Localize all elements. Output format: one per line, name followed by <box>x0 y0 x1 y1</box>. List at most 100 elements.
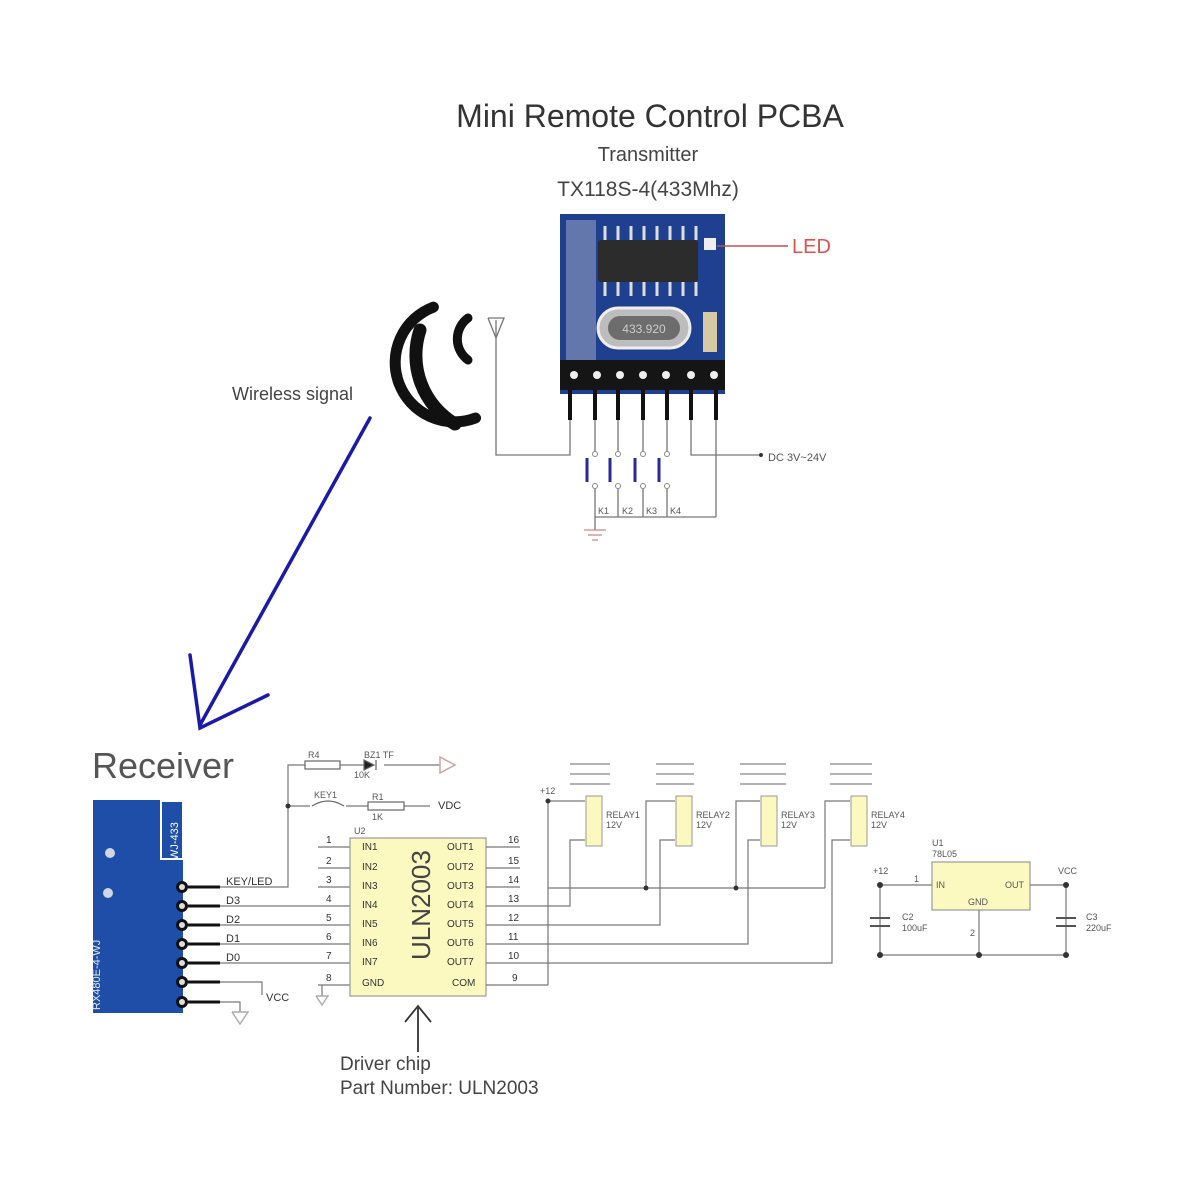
chip-pin-label: OUT4 <box>447 900 474 911</box>
receiver-wiring <box>220 764 440 1012</box>
relay-supply-label: +12 <box>540 786 556 796</box>
uln2003-chip <box>349 837 487 997</box>
relay-voltage: 12V <box>696 820 713 830</box>
r1-value: 1K <box>372 812 384 822</box>
crystal-text: 433.920 <box>622 322 666 336</box>
chip-pin-label: GND <box>362 978 385 989</box>
chip-pin-label: IN5 <box>362 919 378 930</box>
key1-label: KEY1 <box>314 790 338 800</box>
chip-pin-num: 16 <box>508 835 520 846</box>
regulator-input-net: +12 <box>873 866 889 876</box>
chip-pin-num: 5 <box>326 913 332 924</box>
receiver-label: Receiver <box>92 745 235 786</box>
chip-pin-label: OUT2 <box>447 862 474 873</box>
chip-pin-num: 14 <box>508 875 520 886</box>
diagram-title: Mini Remote Control PCBA <box>456 98 844 134</box>
relay-name: RELAY1 <box>606 810 640 820</box>
antenna-icon <box>487 317 505 340</box>
pin-label-vcc: VCC <box>266 992 290 1004</box>
relay-voltage: 12V <box>871 820 888 830</box>
regulator-pin1: 1 <box>914 874 920 884</box>
led-label: LED <box>792 236 831 258</box>
chip-pin-label: OUT3 <box>447 881 474 892</box>
chip-pin-label: OUT5 <box>447 919 474 930</box>
driver-callout-title: Driver chip <box>340 1054 431 1075</box>
pin-label-d1: D1 <box>226 933 241 945</box>
regulator-pin-out: OUT <box>1005 880 1024 890</box>
key-label: K1 <box>598 506 610 516</box>
relay-name: RELAY4 <box>871 810 905 820</box>
chip-pin-num: 1 <box>326 835 332 846</box>
receiver-module: RX480E-4-WJ WJ-433 <box>91 800 220 1013</box>
encoder-ic <box>598 240 698 282</box>
vdc-label: VDC <box>438 800 462 812</box>
diagram-subtitle: Transmitter <box>597 144 699 166</box>
capacitors <box>870 917 1076 927</box>
relay-name: RELAY3 <box>781 810 815 820</box>
ground-icon <box>439 755 457 775</box>
relay-voltage: 12V <box>606 820 623 830</box>
regulator-pin-in: IN <box>936 880 945 890</box>
chip-pin-num: 4 <box>326 894 332 905</box>
chip-pin-num: 8 <box>326 973 332 984</box>
regulator-pin2: 2 <box>970 928 976 938</box>
chip-pin-label: IN4 <box>362 900 378 911</box>
receiver-module-text: RX480E-4-WJ <box>91 940 103 1010</box>
regulator-output-net: VCC <box>1058 866 1078 876</box>
led-bz-label: BZ1 TF <box>364 750 394 760</box>
chip-pin-num: 10 <box>508 951 520 962</box>
regulator-pin-gnd: GND <box>968 897 988 907</box>
transmitter-board: 433.920 <box>560 214 725 420</box>
regulator-part: 78L05 <box>932 849 958 859</box>
cap-in-value: 100uF <box>902 923 928 933</box>
cap-in-ref: C2 <box>902 912 914 922</box>
wireless-signal-icon <box>389 301 482 431</box>
chip-pin-num: 13 <box>508 894 520 905</box>
driver-callout-part: Part Number: ULN2003 <box>340 1078 539 1099</box>
relay-coils <box>585 795 868 847</box>
ground-icon <box>315 995 330 1007</box>
key-switches <box>585 451 670 489</box>
chip-pin-num: 6 <box>326 932 332 943</box>
pin-label-d0: D0 <box>226 952 241 964</box>
wireless-signal-label: Wireless signal <box>232 384 354 404</box>
chip-pin-label: OUT7 <box>447 957 474 968</box>
relay-contacts <box>570 763 872 785</box>
chip-pin-num: 2 <box>326 856 332 867</box>
key-label: K2 <box>622 506 634 516</box>
power-label: DC 3V~24V <box>768 452 827 464</box>
r1-label: R1 <box>372 792 384 802</box>
transmitter-model: TX118S-4(433Mhz) <box>557 178 739 201</box>
chip-ref: U2 <box>354 826 366 836</box>
relay-wiring <box>545 800 850 985</box>
ground-icon <box>231 1011 250 1026</box>
chip-pin-num: 9 <box>512 973 518 984</box>
chip-pin-label: IN2 <box>362 862 378 873</box>
regulator-ref: U1 <box>932 838 944 848</box>
relay-voltage: 12V <box>781 820 798 830</box>
pin-label-key-led: KEY/LED <box>226 876 273 888</box>
chip-pin-label: OUT6 <box>447 938 474 949</box>
chip-pin-num: 11 <box>508 932 519 943</box>
resistor-r4 <box>304 760 341 770</box>
cap-out-ref: C3 <box>1086 912 1098 922</box>
chip-pin-label: OUT1 <box>447 842 474 853</box>
key1-switch <box>311 800 345 807</box>
pin-label-d2: D2 <box>226 914 241 926</box>
regulator-78l05 <box>931 861 1031 911</box>
cap-out-value: 220uF <box>1086 923 1112 933</box>
chip-pin-label: IN1 <box>362 842 378 853</box>
pin-label-d3: D3 <box>226 895 241 907</box>
led-component <box>704 238 716 250</box>
transmitter-wiring <box>495 320 760 530</box>
chip-pin-label: IN6 <box>362 938 378 949</box>
chip-pin-num: 15 <box>508 856 520 867</box>
diode-icon <box>363 759 376 771</box>
signal-arrow <box>188 416 372 731</box>
chip-pin-label: COM <box>452 978 476 989</box>
r4-label: R4 <box>308 750 320 760</box>
chip-name: ULN2003 <box>406 850 436 960</box>
relay-name: RELAY2 <box>696 810 730 820</box>
chip-pin-num: 7 <box>326 951 332 962</box>
